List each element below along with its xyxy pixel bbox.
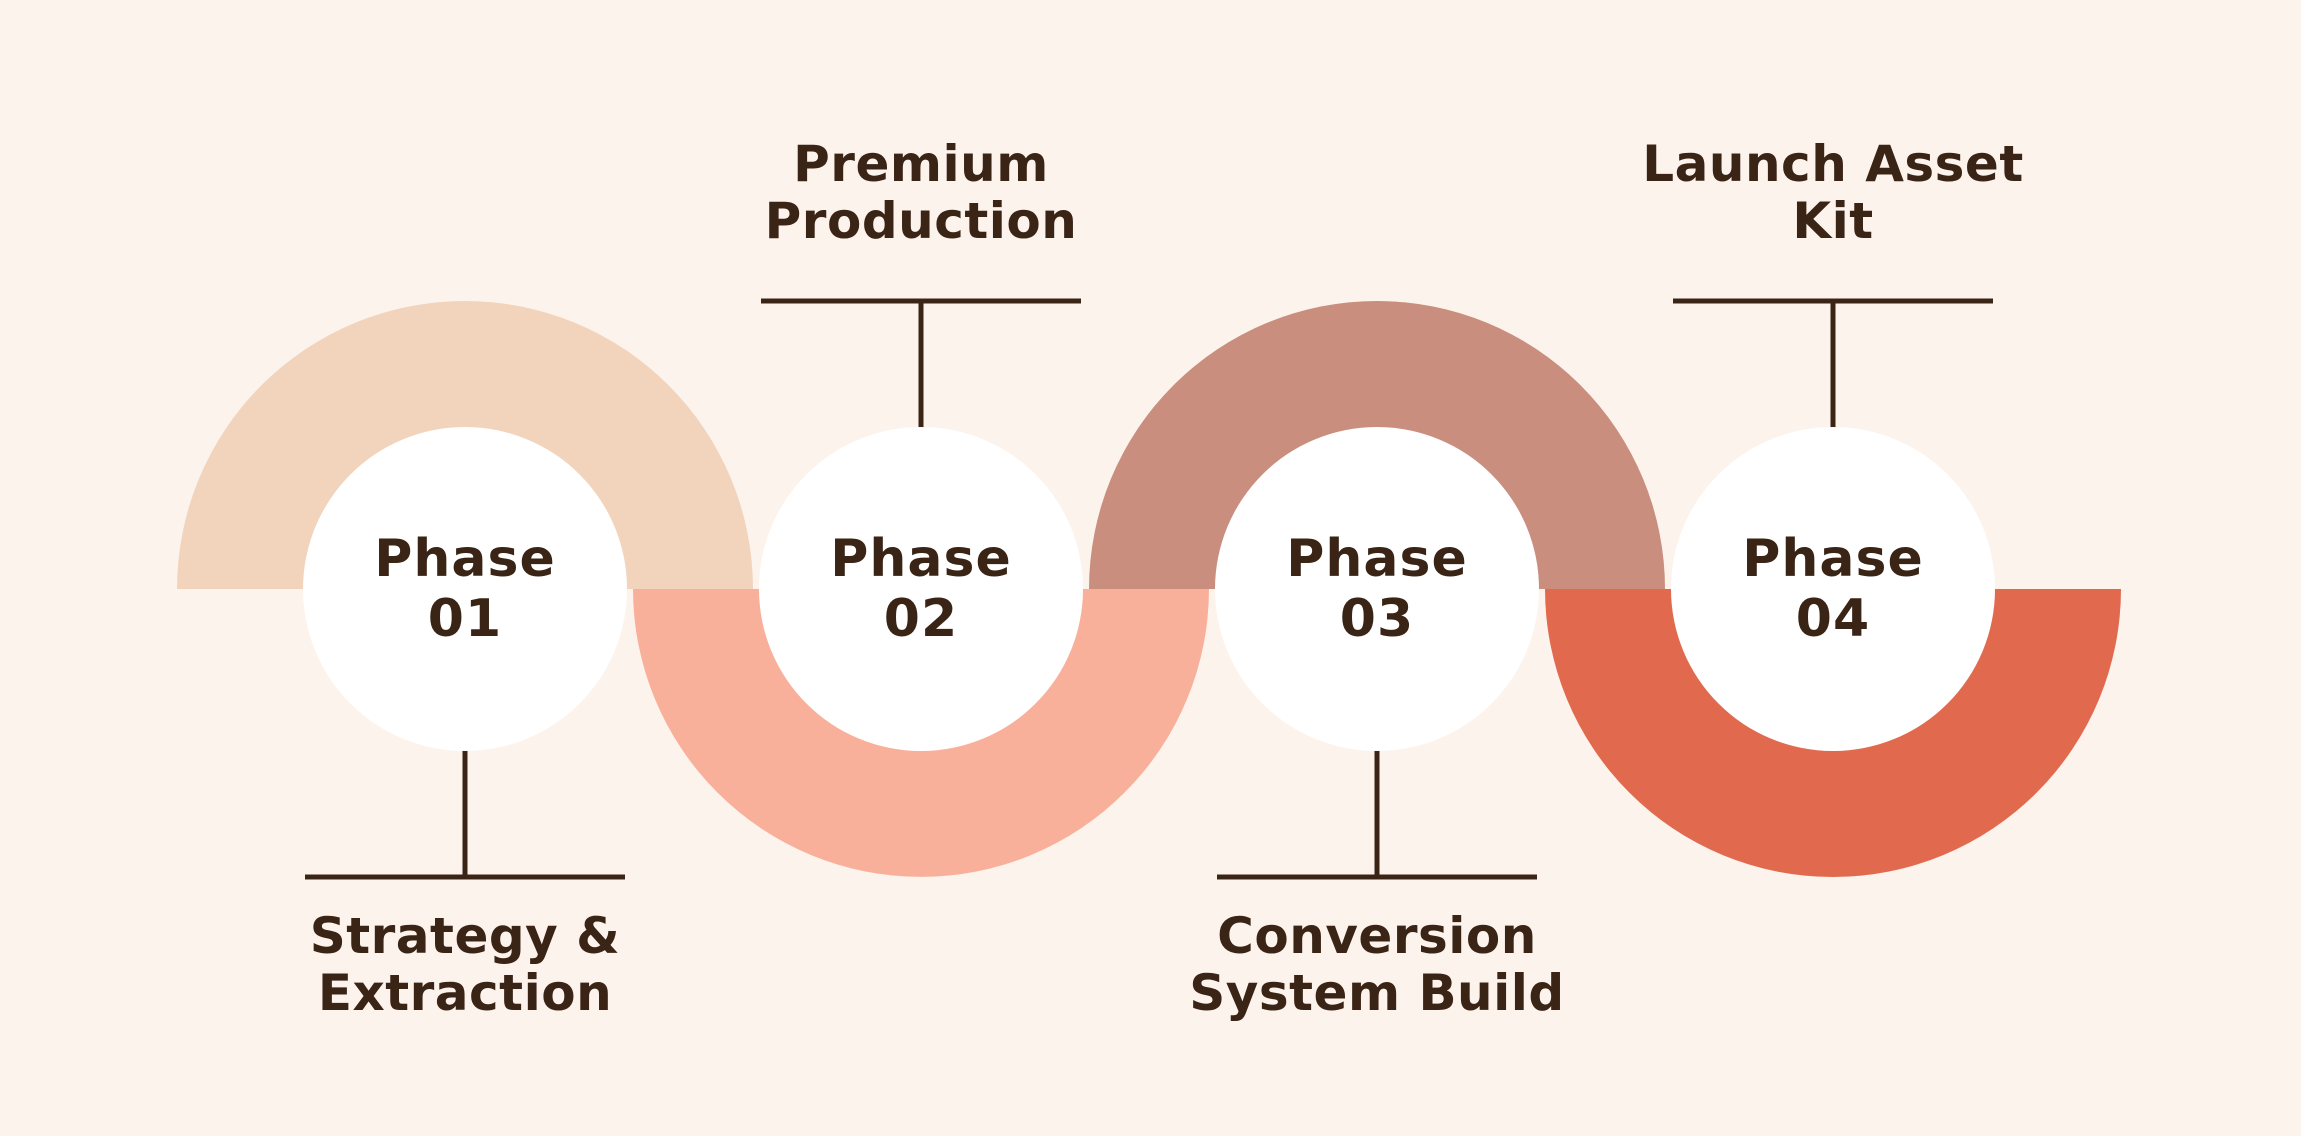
phase-02-node [759, 427, 1083, 751]
phase-02-arc [633, 589, 1209, 877]
phase-03-label-line2: 03 [1339, 589, 1415, 649]
phase-02-label: Phase 02 [830, 529, 1011, 649]
phase-04-callout-line2: Kit [1792, 192, 1874, 250]
phase-01-callout-line1: Strategy & [309, 907, 621, 965]
phase-02-callout-line2: Production [764, 192, 1078, 250]
phase-02-label-line1: Phase [830, 529, 1012, 589]
phase-01-label: Phase 01 [374, 529, 555, 649]
phase-04-node [1671, 427, 1995, 751]
phase-01-label-line1: Phase [374, 529, 556, 589]
phase-01-arc [177, 301, 753, 589]
phase-01-label-line2: 01 [427, 589, 503, 649]
phase-01-callout-line2: Extraction [317, 964, 613, 1022]
phase-02-label-line2: 02 [883, 589, 959, 649]
phase-03-callout: Conversion System Build [1189, 908, 1564, 1022]
phase-04-callout-line1: Launch Asset [1642, 135, 2024, 193]
phase-01-node [303, 427, 627, 751]
phase-04-label: Phase 04 [1742, 529, 1923, 649]
phase-03-node [1215, 427, 1539, 751]
phase-02-callout: Premium Production [765, 136, 1078, 250]
phase-03-arc [1089, 301, 1665, 589]
phase-04-arc [1545, 589, 2121, 877]
phase-03-label: Phase 03 [1286, 529, 1467, 649]
phase-04-label-line1: Phase [1742, 529, 1924, 589]
phase-03-callout-line1: Conversion [1217, 907, 1537, 965]
phase-04-callout: Launch Asset Kit [1642, 136, 2023, 250]
phase-03-callout-line2: System Build [1189, 964, 1565, 1022]
phase-03-label-line1: Phase [1286, 529, 1468, 589]
phase-01-callout: Strategy & Extraction [310, 908, 621, 1022]
phase-02-callout-line1: Premium [793, 135, 1049, 193]
phase-04-label-line2: 04 [1795, 589, 1871, 649]
